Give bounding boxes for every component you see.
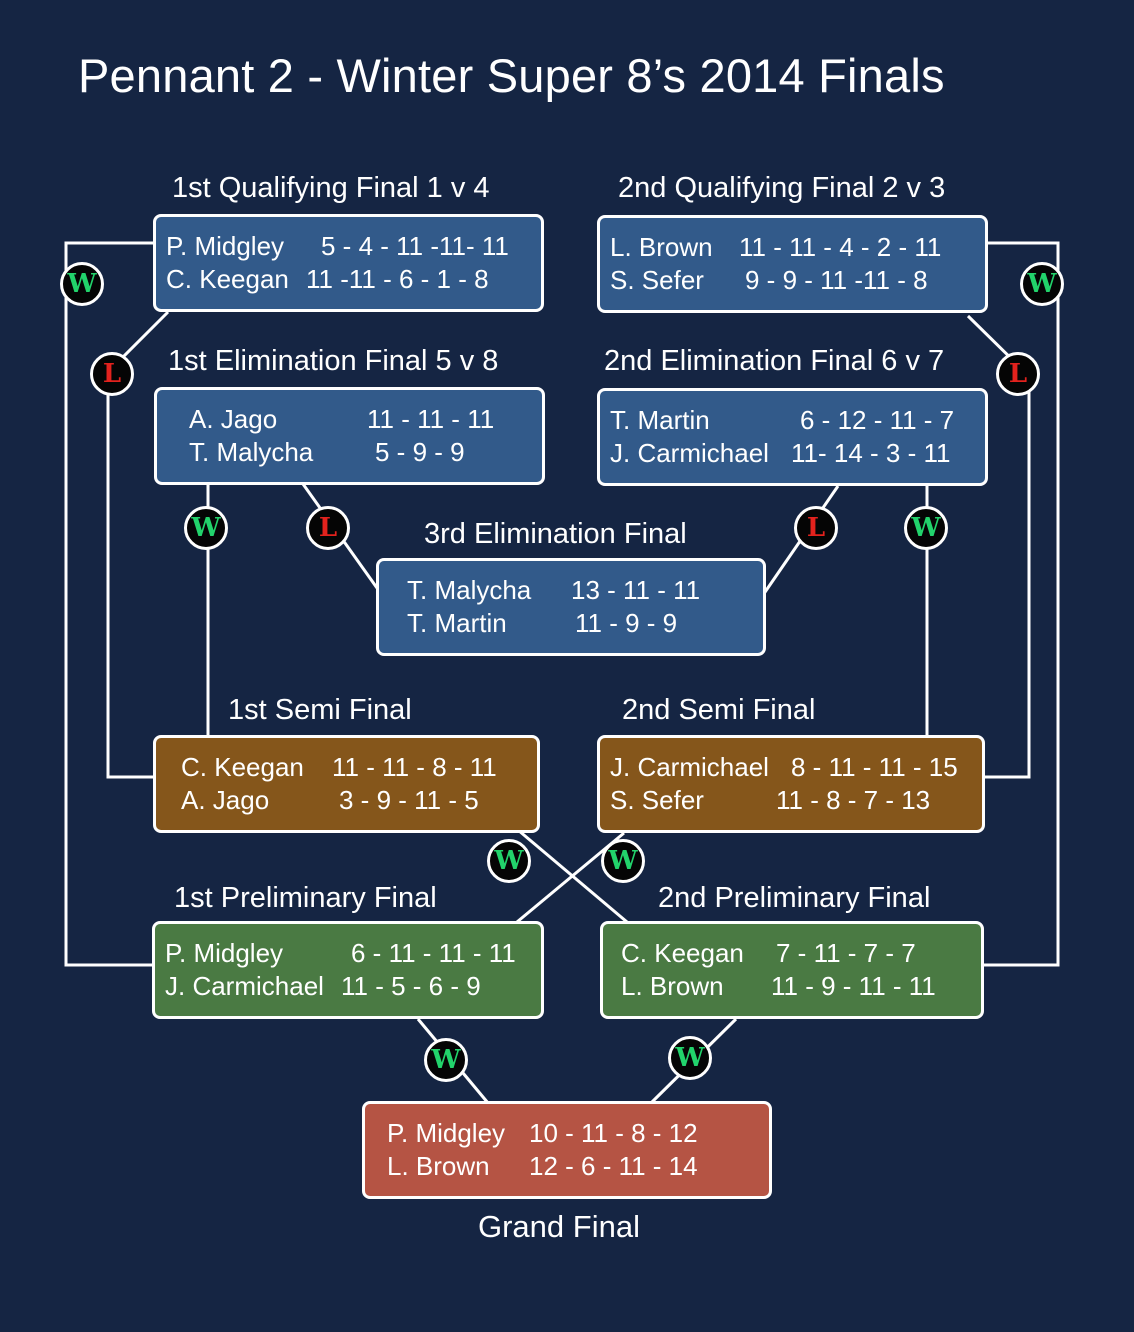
match-row: P. Midgley 10 - 11 - 8 - 12 xyxy=(375,1117,759,1150)
semi-final-1-label: 1st Semi Final xyxy=(228,694,412,726)
player-scores: 11 - 5 - 6 - 9 xyxy=(341,971,481,1001)
player-scores: 11 - 8 - 7 - 13 xyxy=(776,785,931,815)
player-name: T. Malycha xyxy=(407,575,532,605)
player-scores: 3 - 9 - 11 - 5 xyxy=(339,785,479,815)
player-name: C. Keegan xyxy=(181,752,304,782)
player-scores: 5 - 9 - 9 xyxy=(375,437,465,467)
match-row: C. Keegan 11 -11 - 6 - 1 - 8 xyxy=(166,263,531,296)
qualifying-final-1-label: 1st Qualifying Final 1 v 4 xyxy=(172,172,490,204)
preliminary-final-2-box: C. Keegan 7 - 11 - 7 - 7 L. Brown 11 - 9… xyxy=(600,921,984,1019)
page-title: Pennant 2 - Winter Super 8’s 2014 Finals xyxy=(78,49,945,102)
elimination-final-3-box: T. Malycha 13 - 11 - 11 T. Martin 11 - 9… xyxy=(376,558,766,656)
match-row: S. Sefer 9 - 9 - 11 -11 - 8 xyxy=(610,264,975,297)
player-name: C. Keegan xyxy=(621,938,744,968)
match-row: C. Keegan 7 - 11 - 7 - 7 xyxy=(613,937,971,970)
player-scores: 13 - 11 - 11 xyxy=(571,575,701,605)
qualifying-final-2-label: 2nd Qualifying Final 2 v 3 xyxy=(618,172,946,204)
player-name: J. Carmichael xyxy=(610,438,769,468)
win-badge: W xyxy=(601,839,645,883)
elimination-final-3-label: 3rd Elimination Final xyxy=(424,518,687,550)
loss-badge: L xyxy=(996,352,1040,396)
loss-badge: L xyxy=(90,352,134,396)
grand-final-box: P. Midgley 10 - 11 - 8 - 12 L. Brown 12 … xyxy=(362,1101,772,1199)
win-badge: W xyxy=(424,1038,468,1082)
player-scores: 6 - 11 - 11 - 11 xyxy=(351,938,516,968)
player-name: J. Carmichael xyxy=(165,971,324,1001)
match-row: L. Brown 11 - 11 - 4 - 2 - 11 xyxy=(610,231,975,264)
player-scores: 8 - 11 - 11 - 15 xyxy=(791,752,958,782)
loss-badge: L xyxy=(794,506,838,550)
win-badge: W xyxy=(184,506,228,550)
win-badge: W xyxy=(60,262,104,306)
player-scores: 11 - 11 - 4 - 2 - 11 xyxy=(739,232,942,262)
preliminary-final-1-box: P. Midgley 6 - 11 - 11 - 11 J. Carmichae… xyxy=(152,921,544,1019)
elimination-final-2-label: 2nd Elimination Final 6 v 7 xyxy=(604,345,945,377)
player-name: P. Midgley xyxy=(387,1118,506,1148)
preliminary-final-2-label: 2nd Preliminary Final xyxy=(658,882,931,914)
win-badge: W xyxy=(668,1036,712,1080)
player-name: S. Sefer xyxy=(610,785,704,815)
elimination-final-2-box: T. Martin 6 - 12 - 11 - 7 J. Carmichael … xyxy=(597,388,988,486)
player-name: C. Keegan xyxy=(166,264,289,294)
win-badge: W xyxy=(904,506,948,550)
semi-final-1-box: C. Keegan 11 - 11 - 8 - 11 A. Jago 3 - 9… xyxy=(153,735,540,833)
grand-final-label: Grand Final xyxy=(478,1209,640,1244)
player-name: T. Martin xyxy=(407,608,507,638)
player-scores: 9 - 9 - 11 -11 - 8 xyxy=(745,265,928,295)
player-scores: 5 - 4 - 11 -11- 11 xyxy=(321,231,509,261)
player-scores: 11 - 9 - 9 xyxy=(575,608,678,638)
match-row: J. Carmichael 11 - 5 - 6 - 9 xyxy=(165,970,531,1003)
match-row: A. Jago 11 - 11 - 11 xyxy=(167,403,532,436)
match-row: T. Martin 6 - 12 - 11 - 7 xyxy=(610,404,975,437)
player-name: P. Midgley xyxy=(166,231,285,261)
player-scores: 7 - 11 - 7 - 7 xyxy=(776,938,916,968)
player-name: A. Jago xyxy=(189,404,278,434)
match-row: T. Malycha 13 - 11 - 11 xyxy=(389,574,753,607)
match-row: T. Martin 11 - 9 - 9 xyxy=(389,607,753,640)
player-name: S. Sefer xyxy=(610,265,704,295)
win-badge: W xyxy=(487,839,531,883)
match-row: L. Brown 11 - 9 - 11 - 11 xyxy=(613,970,971,1003)
player-scores: 11 - 11 - 11 xyxy=(367,404,495,434)
match-row: A. Jago 3 - 9 - 11 - 5 xyxy=(166,784,527,817)
player-scores: 10 - 11 - 8 - 12 xyxy=(529,1118,698,1148)
player-name: J. Carmichael xyxy=(610,752,769,782)
match-row: L. Brown 12 - 6 - 11 - 14 xyxy=(375,1150,759,1183)
match-row: T. Malycha 5 - 9 - 9 xyxy=(167,436,532,469)
match-row: S. Sefer 11 - 8 - 7 - 13 xyxy=(610,784,972,817)
qualifying-final-1-box: P. Midgley 5 - 4 - 11 -11- 11 C. Keegan … xyxy=(153,214,544,312)
win-badge: W xyxy=(1020,262,1064,306)
elimination-final-1-label: 1st Elimination Final 5 v 8 xyxy=(168,345,499,377)
player-scores: 11 - 11 - 8 - 11 xyxy=(332,752,497,782)
player-name: T. Malycha xyxy=(189,437,314,467)
player-scores: 11 - 9 - 11 - 11 xyxy=(771,971,936,1001)
match-row: J. Carmichael 8 - 11 - 11 - 15 xyxy=(610,751,972,784)
player-scores: 11- 14 - 3 - 11 xyxy=(791,438,951,468)
player-name: L. Brown xyxy=(621,971,724,1001)
loss-badge: L xyxy=(306,506,350,550)
player-scores: 6 - 12 - 11 - 7 xyxy=(800,405,955,435)
player-name: P. Midgley xyxy=(165,938,284,968)
preliminary-final-1-label: 1st Preliminary Final xyxy=(174,882,437,914)
qualifying-final-2-box: L. Brown 11 - 11 - 4 - 2 - 11 S. Sefer 9… xyxy=(597,215,988,313)
player-name: L. Brown xyxy=(610,232,713,262)
semi-final-2-box: J. Carmichael 8 - 11 - 11 - 15 S. Sefer … xyxy=(597,735,985,833)
match-row: C. Keegan 11 - 11 - 8 - 11 xyxy=(166,751,527,784)
match-row: J. Carmichael 11- 14 - 3 - 11 xyxy=(610,437,975,470)
player-name: L. Brown xyxy=(387,1151,490,1181)
match-row: P. Midgley 5 - 4 - 11 -11- 11 xyxy=(166,230,531,263)
player-scores: 11 -11 - 6 - 1 - 8 xyxy=(306,264,489,294)
elimination-final-1-box: A. Jago 11 - 11 - 11 T. Malycha 5 - 9 - … xyxy=(154,387,545,485)
player-name: A. Jago xyxy=(181,785,270,815)
player-scores: 12 - 6 - 11 - 14 xyxy=(529,1151,698,1181)
player-name: T. Martin xyxy=(610,405,710,435)
semi-final-2-label: 2nd Semi Final xyxy=(622,694,816,726)
match-row: P. Midgley 6 - 11 - 11 - 11 xyxy=(165,937,531,970)
